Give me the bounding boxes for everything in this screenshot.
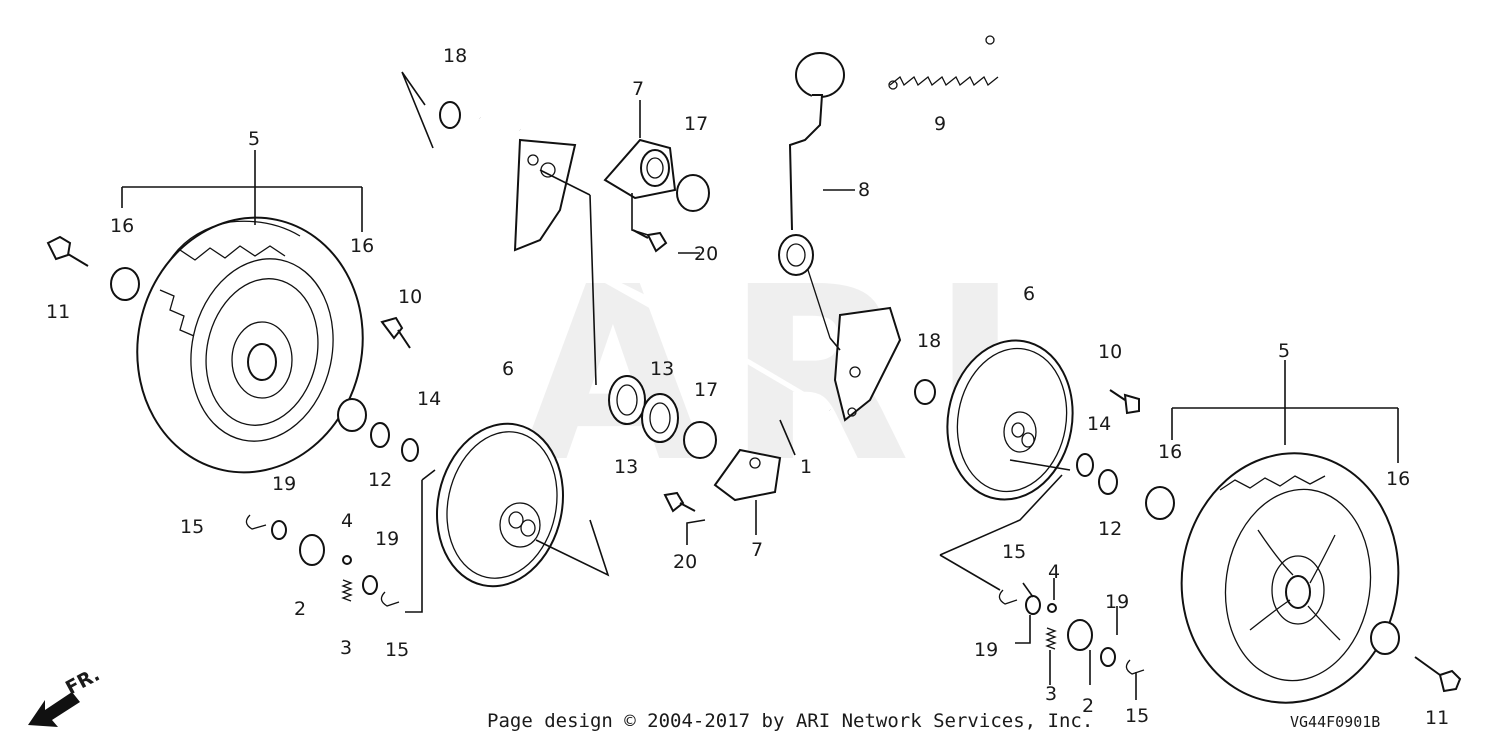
ball-4-left[interactable] — [342, 555, 352, 565]
bearing-17-lower[interactable] — [683, 421, 717, 459]
bushing-16-a[interactable] — [110, 267, 140, 301]
callout-10: 10 — [1098, 341, 1122, 363]
callout-19: 19 — [974, 639, 998, 661]
callout-2: 2 — [1082, 695, 1094, 717]
callout-4: 4 — [1048, 561, 1060, 583]
callout-1: 1 — [800, 456, 812, 478]
callout-19: 19 — [375, 528, 399, 550]
ball-4-right[interactable] — [1047, 603, 1057, 613]
bolt-11-right[interactable] — [1414, 656, 1462, 693]
leader-lines — [121, 71, 1399, 700]
bearing-holder-lower[interactable] — [713, 448, 782, 502]
callout-16: 16 — [110, 215, 134, 237]
callout-5: 5 — [248, 128, 260, 150]
washer-14-right[interactable] — [1076, 453, 1094, 477]
callout-4: 4 — [341, 510, 353, 532]
spring-3-right[interactable] — [1045, 627, 1057, 650]
callout-12: 12 — [368, 469, 392, 491]
front-direction-label: FR. — [62, 663, 103, 699]
callout-12: 12 — [1098, 518, 1122, 540]
callout-10: 10 — [398, 286, 422, 308]
drive-shaft[interactable] — [479, 115, 902, 422]
figure-id: VG44F0901B — [1290, 713, 1381, 731]
callout-15: 15 — [180, 516, 204, 538]
bushing-16-c[interactable] — [1145, 486, 1175, 520]
clip-15[interactable] — [245, 514, 1145, 675]
bushing-16-d[interactable] — [1370, 621, 1400, 655]
callout-15: 15 — [1002, 541, 1026, 563]
callout-7: 7 — [751, 539, 763, 561]
callout-3: 3 — [340, 637, 352, 659]
washer-13-a[interactable] — [608, 375, 646, 425]
bolt-20-lower[interactable] — [663, 491, 696, 513]
callout-16: 16 — [1386, 468, 1410, 490]
washer-12-right[interactable] — [1098, 469, 1118, 495]
callout-14: 14 — [417, 388, 441, 410]
washer-14-left[interactable] — [401, 438, 419, 462]
callout-18: 18 — [917, 330, 941, 352]
callout-19: 19 — [1105, 591, 1129, 613]
washer-19[interactable] — [271, 520, 1116, 667]
callout-14: 14 — [1087, 413, 1111, 435]
bearing-17-upper[interactable] — [676, 174, 710, 212]
shift-lever[interactable] — [778, 52, 845, 339]
collar-18-lower[interactable] — [914, 379, 936, 405]
callout-11: 11 — [1425, 707, 1449, 729]
callout-9: 9 — [934, 113, 946, 135]
callout-17: 17 — [694, 379, 718, 401]
callout-7: 7 — [632, 78, 644, 100]
bearing-holder-upper[interactable] — [603, 138, 677, 200]
spring[interactable] — [888, 35, 999, 90]
left-pulley[interactable] — [422, 412, 577, 598]
callout-16: 16 — [350, 235, 374, 257]
washer-12-left[interactable] — [370, 422, 390, 448]
callout-11: 11 — [46, 301, 70, 323]
pinion-2-left[interactable] — [299, 534, 325, 566]
copyright-footer: Page design © 2004-2017 by ARI Network S… — [487, 710, 1094, 732]
callout-2: 2 — [294, 598, 306, 620]
washer-13-b[interactable] — [641, 393, 679, 443]
collar-18-upper[interactable] — [439, 101, 461, 129]
callout-20: 20 — [694, 243, 718, 265]
bushing-16-b[interactable] — [337, 398, 367, 432]
callout-18: 18 — [443, 45, 467, 67]
callout-13: 13 — [614, 456, 638, 478]
bolt-11-left[interactable] — [46, 235, 89, 267]
callout-15: 15 — [385, 639, 409, 661]
right-pulley[interactable] — [935, 330, 1085, 509]
callout-5: 5 — [1278, 340, 1290, 362]
callout-13: 13 — [650, 358, 674, 380]
callout-6: 6 — [502, 358, 514, 380]
left-wheel[interactable] — [114, 197, 386, 494]
bolt-10-right[interactable] — [1109, 389, 1140, 415]
callout-6: 6 — [1023, 283, 1035, 305]
spring-3-left[interactable] — [341, 579, 353, 602]
callout-19: 19 — [272, 473, 296, 495]
right-wheel[interactable] — [1166, 439, 1415, 717]
callout-17: 17 — [684, 113, 708, 135]
callout-3: 3 — [1045, 683, 1057, 705]
callout-15: 15 — [1125, 705, 1149, 727]
callout-20: 20 — [673, 551, 697, 573]
pinion-2-right[interactable] — [1067, 619, 1093, 651]
bolt-20-upper[interactable] — [632, 229, 668, 253]
callout-8: 8 — [858, 179, 870, 201]
callout-16: 16 — [1158, 441, 1182, 463]
callout-labels: 1 2 2 3 3 4 4 5 5 6 6 7 7 8 9 10 10 11 1… — [46, 45, 1449, 729]
front-direction-arrow: FR. — [28, 663, 103, 727]
bolt-10-left[interactable] — [380, 316, 411, 349]
